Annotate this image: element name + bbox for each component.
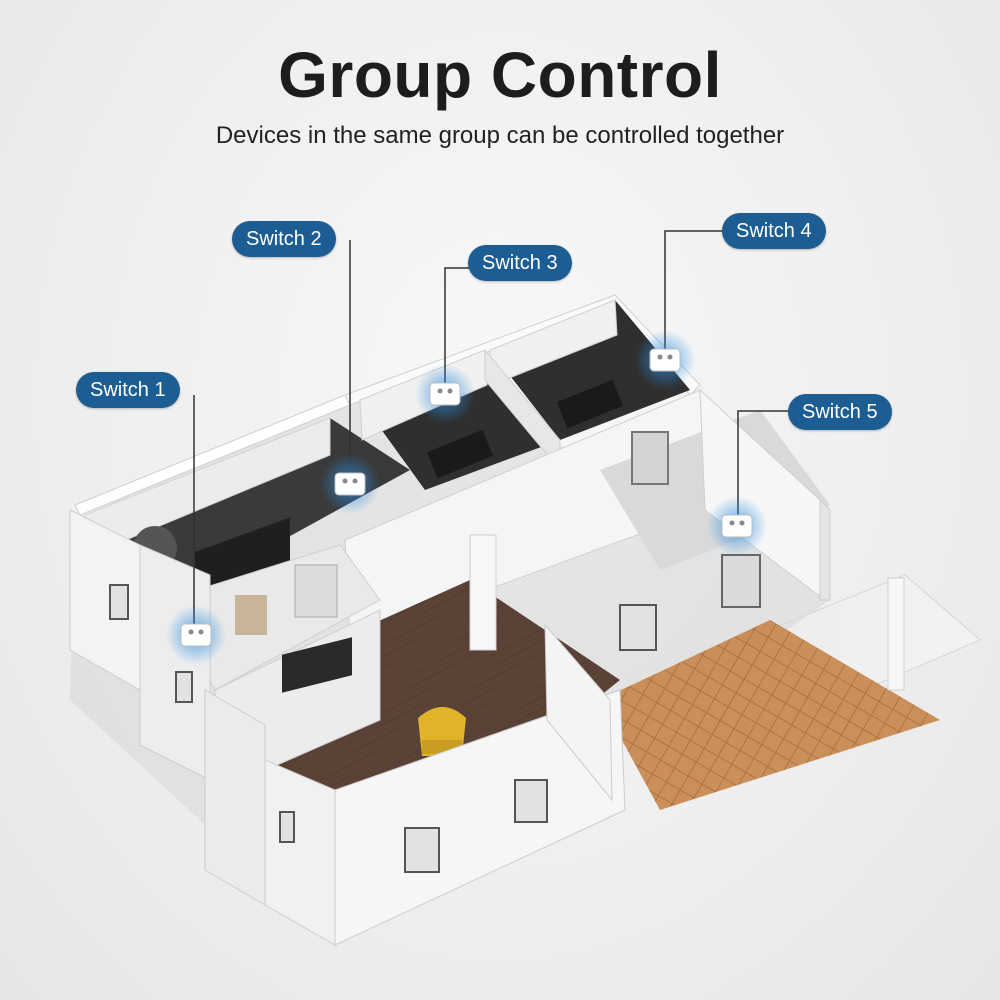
window-entry [619, 604, 657, 651]
window-side-3 [279, 811, 295, 843]
leader-line-switch-3 [444, 267, 472, 395]
column [469, 534, 497, 651]
switch-1-badge: Switch 1 [76, 372, 180, 408]
switch-5-badge: Switch 5 [788, 394, 892, 430]
bathroom-cabinet [235, 595, 267, 635]
page-title: Group Control [278, 39, 722, 111]
bed-3 [556, 379, 624, 429]
smart-plug-1 [166, 605, 226, 665]
kitchen-window [631, 431, 669, 485]
smart-plug-3 [415, 364, 475, 424]
window-front-1 [404, 827, 440, 873]
smart-plug-2 [320, 454, 380, 514]
front-wall-inner [204, 689, 266, 906]
entry-parquet-floor [600, 620, 940, 810]
right-wall [819, 498, 831, 601]
switch-3-badge: Switch 3 [468, 245, 572, 281]
leader-line-switch-5 [737, 410, 790, 522]
page-subtitle: Devices in the same group can be control… [215, 122, 785, 149]
smart-plug-4 [635, 330, 695, 390]
window-front-2 [514, 779, 548, 823]
tv [282, 637, 352, 693]
window-side-1 [109, 584, 129, 620]
bathroom-mirror [294, 564, 338, 618]
front-wall-main [264, 759, 336, 946]
window-side-2 [175, 671, 193, 703]
smart-plug-5 [707, 496, 767, 556]
leader-line-switch-4 [664, 230, 722, 357]
switch-2-badge: Switch 2 [232, 221, 336, 257]
switch-4-badge: Switch 4 [722, 213, 826, 249]
bed-2 [426, 429, 494, 479]
bed-1 [195, 517, 290, 598]
kitchen-window-2 [721, 554, 761, 608]
entry-partition [544, 623, 613, 802]
walkway-post [887, 577, 905, 691]
front-wall-long [334, 689, 626, 946]
